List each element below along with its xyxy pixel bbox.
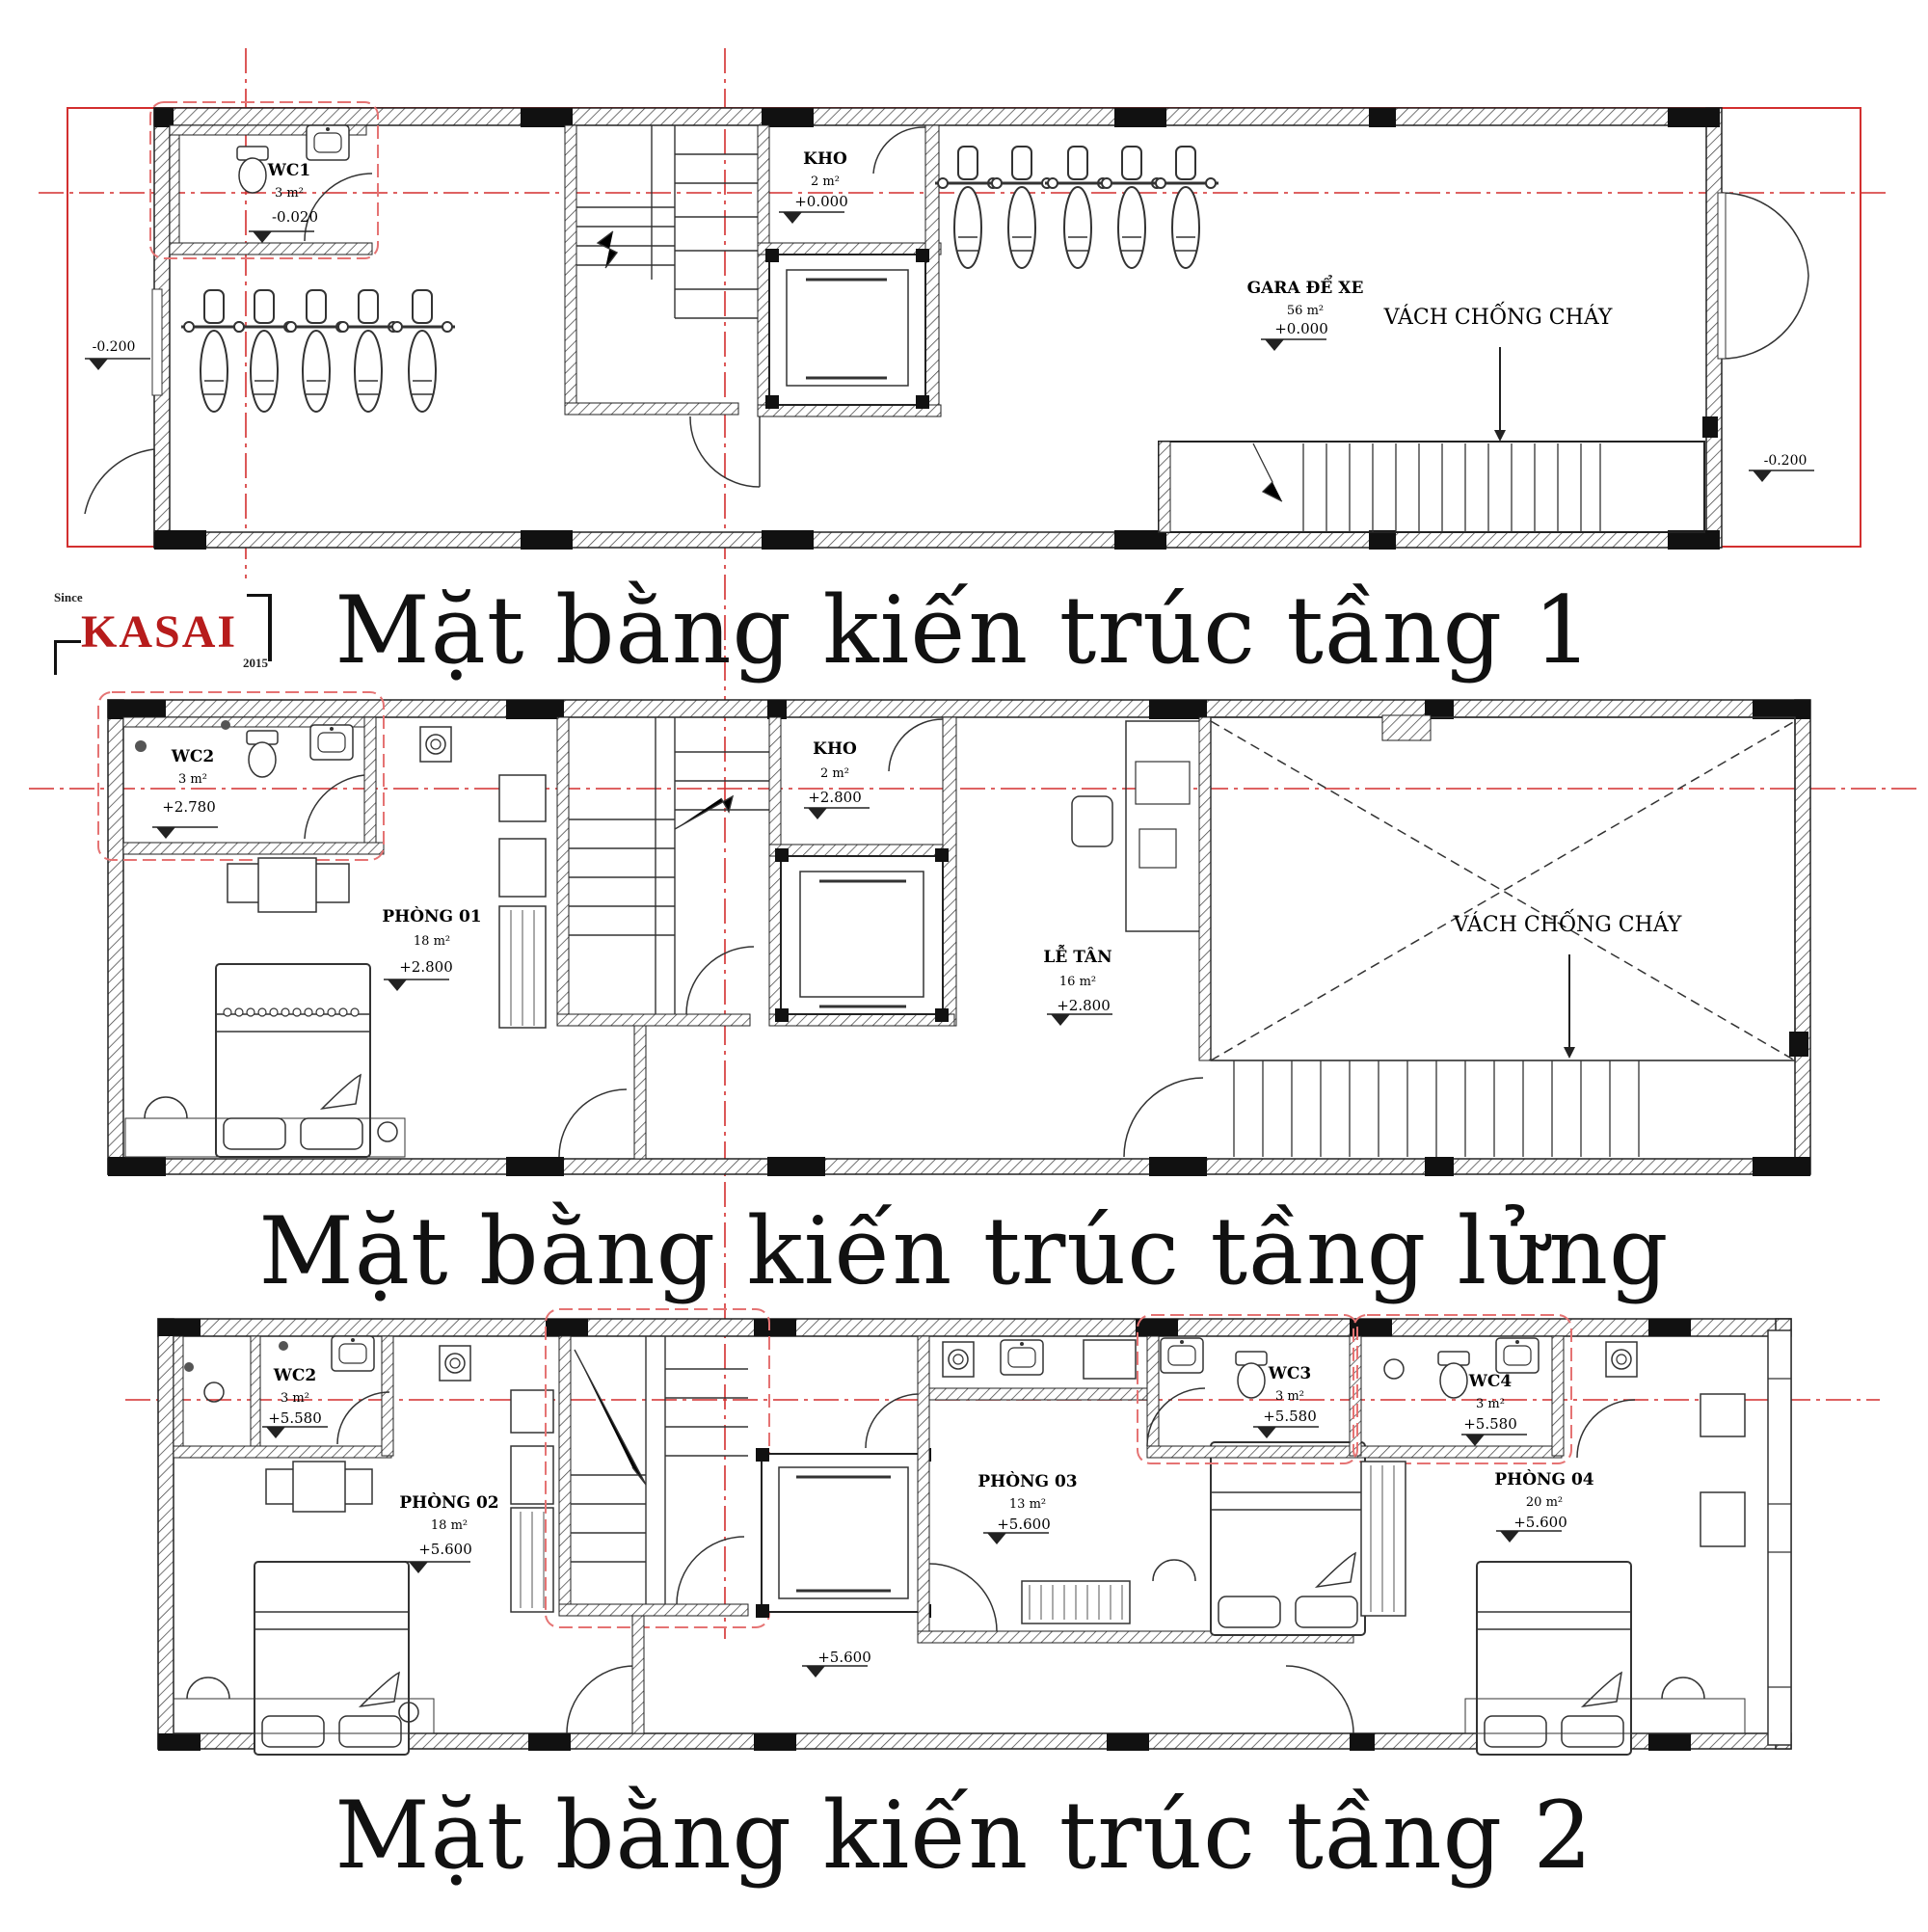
wc1-level: -0.020: [272, 208, 318, 226]
room03-label: PHÒNG 03: [977, 1471, 1077, 1491]
room04-level: +5.600: [1513, 1514, 1567, 1531]
logo-since: Since: [54, 590, 83, 604]
kho-mezz-area: 2 m²: [820, 766, 849, 781]
bed-icon: [1210, 1441, 1366, 1636]
room02-area: 18 m²: [431, 1518, 468, 1533]
motorbike-icon: [334, 288, 403, 414]
room01-area: 18 m²: [414, 934, 450, 949]
motorbike-icon: [179, 288, 249, 414]
motorbike-icon: [1097, 145, 1166, 270]
motorbike-icon: [933, 145, 1003, 270]
motorbike-icon: [1043, 145, 1112, 270]
wc1-label: WC1: [267, 161, 310, 180]
kho-area: 2 m²: [811, 174, 840, 189]
floor2-plan: [125, 1308, 1880, 1756]
level-right: -0.200: [1764, 453, 1808, 469]
kho-level: +0.000: [794, 193, 848, 210]
room04-label: PHÒNG 04: [1494, 1469, 1593, 1489]
room03-area: 13 m²: [1009, 1497, 1046, 1512]
motorbike-icon: [281, 288, 351, 414]
kho-mezz-level: +2.800: [808, 789, 862, 806]
logo-name: KASAI: [81, 606, 238, 657]
wc4-area: 3 m²: [1476, 1397, 1505, 1411]
logo-frame: [54, 640, 81, 643]
bed-icon: [254, 1561, 410, 1756]
reception-label: LỄ TÂN: [1043, 945, 1111, 967]
floor1-title: Mặt bằng kiến trúc tầng 1: [335, 577, 1593, 684]
wc1-area: 3 m²: [275, 186, 304, 201]
logo-frame: [54, 640, 57, 675]
room02-level: +5.600: [418, 1541, 472, 1558]
garage-level: +0.000: [1274, 320, 1328, 337]
fire-wall-mezz-label: VÁCH CHỐNG CHÁY: [1453, 908, 1682, 937]
corridor-level: +5.600: [817, 1649, 871, 1666]
room01-level: +2.800: [399, 958, 453, 976]
brand-logo: Since KASAI 2015: [54, 590, 276, 675]
wc2-mezz-level: +2.780: [162, 798, 216, 816]
bed-icon: [215, 963, 371, 1158]
wc2-mezz-area: 3 m²: [178, 772, 207, 787]
fire-wall-label: VÁCH CHỐNG CHÁY: [1383, 301, 1613, 330]
reception-area: 16 m²: [1059, 975, 1096, 989]
wc4-label: WC4: [1468, 1372, 1513, 1391]
garage-area: 56 m²: [1287, 304, 1324, 318]
motorbike-icon: [229, 288, 299, 414]
wc3-level: +5.580: [1263, 1408, 1317, 1425]
kho-label: KHO: [803, 149, 847, 169]
logo-year: 2015: [243, 656, 268, 670]
wc3-area: 3 m²: [1275, 1389, 1304, 1404]
bed-icon: [1476, 1561, 1632, 1756]
level-left: -0.200: [93, 339, 136, 355]
logo-frame: [247, 594, 272, 597]
reception-level: +2.800: [1057, 997, 1111, 1014]
room02-label: PHÒNG 02: [399, 1492, 498, 1513]
garage-label: GARA ĐỂ XE: [1247, 274, 1364, 298]
wc4-level: +5.580: [1463, 1415, 1517, 1433]
motorbike-icon: [987, 145, 1057, 270]
wc3-label: WC3: [1268, 1364, 1311, 1383]
mezzanine-plan: [29, 691, 1918, 1176]
logo-frame: [268, 594, 272, 661]
wc2-mezz-label: WC2: [171, 747, 214, 766]
kho-mezz-label: KHO: [813, 739, 857, 759]
wc2-floor2-label: WC2: [273, 1366, 316, 1385]
motorbike-icon: [388, 288, 457, 414]
room03-level: +5.600: [997, 1516, 1051, 1533]
wc2-floor2-area: 3 m²: [281, 1391, 309, 1406]
room04-area: 20 m²: [1526, 1495, 1563, 1510]
room01-label: PHÒNG 01: [382, 906, 481, 926]
floor1-plan: [39, 48, 1889, 1639]
mezzanine-title: Mặt bằng kiến trúc tầng lửng: [258, 1197, 1670, 1305]
wc2-floor2-level: +5.580: [268, 1409, 322, 1427]
floor2-title: Mặt bằng kiến trúc tầng 2: [335, 1782, 1593, 1890]
motorbike-icon: [1151, 145, 1220, 270]
